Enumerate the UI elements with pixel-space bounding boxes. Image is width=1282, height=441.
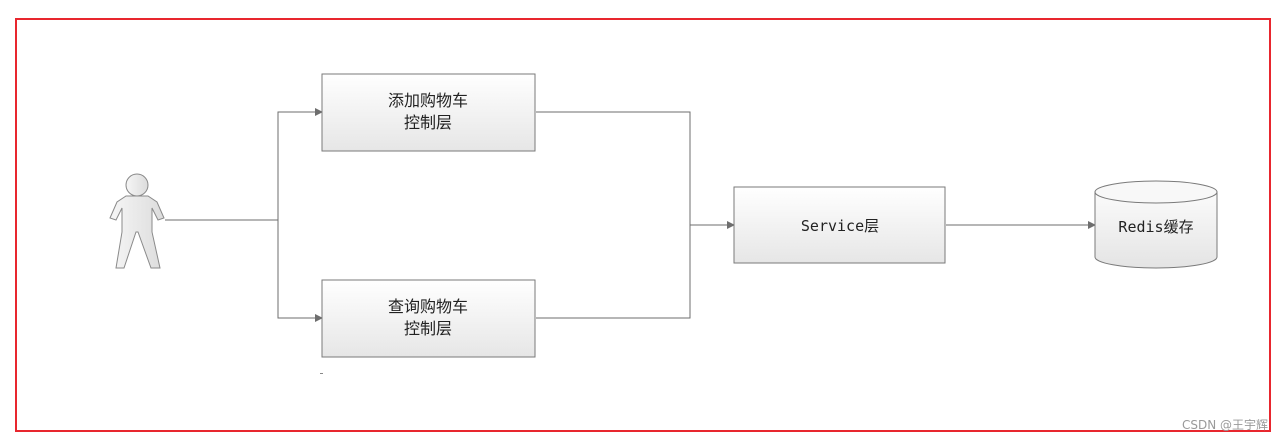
redis-cache-label: Redis缓存	[1118, 218, 1193, 236]
split-to-add-controller-arrow	[277, 108, 323, 220]
add-cart-controller-label-line1: 添加购物车	[388, 91, 468, 110]
csdn-watermark: CSDN @王宇辉	[1181, 418, 1268, 432]
query-cart-controller-label-line2: 控制层	[404, 319, 452, 338]
query-cart-controller-box: 查询购物车 控制层	[321, 279, 536, 358]
connectors	[165, 108, 1096, 322]
diagram-frame	[15, 18, 1271, 432]
service-layer-box: Service层	[733, 186, 946, 264]
query-controller-to-join-line	[536, 225, 691, 319]
split-to-query-controller-arrow	[277, 220, 323, 322]
service-layer-label: Service层	[801, 217, 879, 235]
redis-cache-cylinder: Redis缓存	[1094, 180, 1218, 269]
stray-mark	[320, 373, 323, 374]
add-cart-controller-box: 添加购物车 控制层	[321, 73, 536, 152]
add-cart-controller-label-line2: 控制层	[404, 113, 452, 132]
query-cart-controller-label-line1: 查询购物车	[388, 297, 468, 316]
user-actor-icon	[109, 173, 165, 269]
add-controller-to-join-line	[536, 111, 691, 225]
